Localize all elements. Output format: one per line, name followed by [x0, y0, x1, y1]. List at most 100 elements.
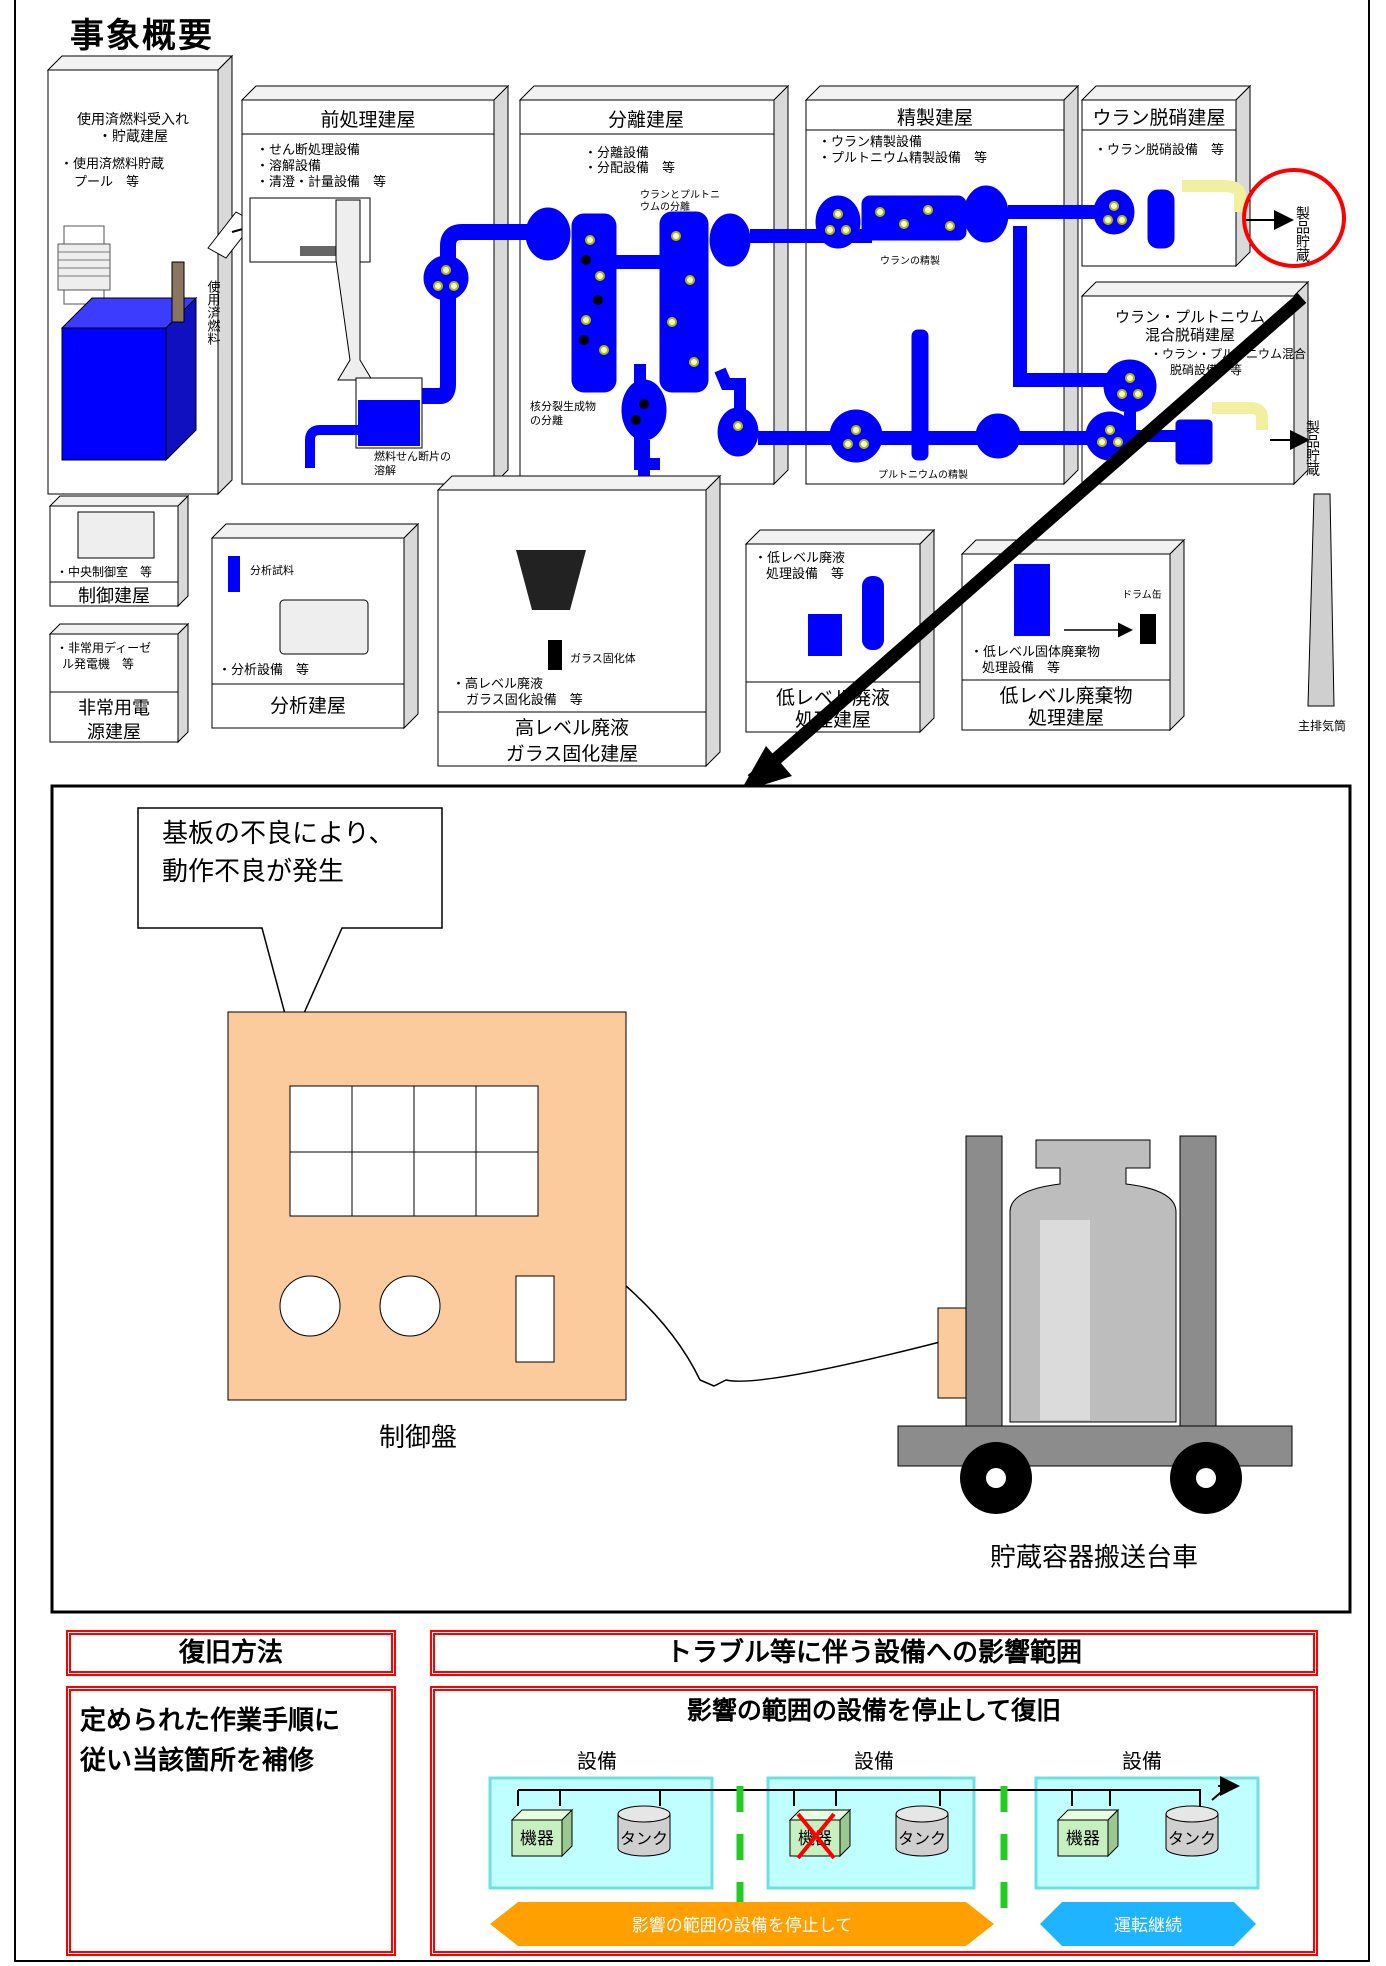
callout-line-2: 動作不良が発生 [162, 857, 344, 887]
callout: 基板の不良により、 動作不良が発生 [137, 807, 443, 1043]
mox-title-2: 混合脱硝建屋 [1145, 326, 1235, 344]
cart-label: 貯蔵容器搬送台車 [990, 1543, 1198, 1573]
lll-desc-1: ・低レベル廃液 [754, 550, 845, 566]
control-title: 制御建屋 [78, 586, 150, 607]
process-particles [433, 201, 1143, 531]
tank-2: タンク [895, 1805, 949, 1857]
vitrification-product: ガラス固化体 [570, 651, 636, 665]
pretreatment-note-2: 溶解 [374, 463, 396, 477]
device-2-faulty: 機器 [788, 1808, 852, 1860]
device-1: 機器 [510, 1808, 574, 1858]
callout-line-1: 基板の不良により、 [162, 819, 394, 849]
analysis-sample: 分析試料 [250, 563, 294, 577]
control-panel: 制御盤 [227, 1011, 627, 1453]
svg-text:タンク: タンク [898, 1829, 946, 1848]
control-desc: ・中央制御室 等 [56, 564, 152, 579]
recovery-body-2: 従い当該箇所を補修 [80, 1746, 315, 1776]
mox-title-1: ウラン・プルトニウム [1115, 308, 1265, 326]
main-stack: 主排気筒 [1298, 493, 1346, 733]
svg-text:タンク: タンク [620, 1829, 668, 1848]
control-panel-label: 制御盤 [379, 1423, 457, 1453]
storage-cart: 貯蔵容器搬送台車 [897, 1135, 1293, 1573]
tank-1: タンク [617, 1805, 671, 1857]
impact-header-box [430, 1630, 1318, 1676]
lls-title-2: 処理建屋 [1028, 707, 1104, 729]
device-3: 機器 [1056, 1808, 1120, 1858]
continue-arrow [1040, 1902, 1256, 1946]
group-label-1: 設備 [577, 1749, 617, 1773]
separation-note-a1: ウランとプルトニ [640, 189, 720, 201]
impact-subheader: 影響の範囲の設備を停止して復旧 [686, 1696, 1062, 1725]
pretreatment-desc-3: ・清澄・計量設備 等 [256, 174, 386, 190]
page-title: 事象概要 [70, 16, 214, 56]
pointer-arrow-shaft [747, 293, 1307, 785]
separation-note-a2: ウムの分離 [640, 200, 690, 213]
mox-desc-1: ・ウラン・プルトニウム混合 [1150, 346, 1306, 361]
lls-desc-1: ・低レベル固体廃棄物 [970, 644, 1100, 660]
receiving-desc-2: プール 等 [74, 174, 139, 190]
analysis-title: 分析建屋 [270, 695, 346, 717]
product-storage-label-1: 製品貯蔵 [1294, 206, 1310, 262]
u-denitration-title: ウラン脱硝建屋 [1092, 107, 1225, 129]
receiving-title-1: 使用済燃料受入れ [77, 111, 189, 128]
group-label-2: 設備 [854, 1749, 894, 1773]
recovery-body-1: 定められた作業手順に [80, 1706, 341, 1736]
pointer-arrow-head [740, 746, 792, 792]
separation-desc-1: ・分離設備 [584, 145, 649, 161]
vitrification-desc-1: ・高レベル廃液 [452, 676, 543, 692]
emergency-desc-2: ル発電機 等 [62, 656, 134, 671]
lls-title-1: 低レベル廃棄物 [999, 685, 1132, 707]
tank-3: タンク [1165, 1805, 1219, 1857]
receiving-title-2: ・貯蔵建屋 [98, 129, 168, 145]
vitrification-title-2: ガラス固化建屋 [506, 743, 639, 765]
vitrification-desc-2: ガラス固化設備 等 [466, 692, 583, 708]
pretreatment-note-1: 燃料せん断片の [374, 449, 451, 463]
svg-text:タンク: タンク [1168, 1829, 1216, 1848]
building-control: ・中央制御室 等 制御建屋 [48, 494, 190, 608]
stack-label: 主排気筒 [1298, 718, 1346, 733]
svg-text:機器: 機器 [1066, 1829, 1100, 1849]
u-denitration-desc: ・ウラン脱硝設備 等 [1094, 142, 1224, 158]
page-frame [14, 0, 1370, 1962]
separation-desc-2: ・分配設備 等 [584, 160, 675, 176]
separation-note-b1: 核分裂生成物 [530, 399, 596, 413]
building-analysis: 分析試料 ・分析設備 等 分析建屋 [210, 522, 420, 730]
emergency-title-1: 非常用電 [78, 698, 150, 719]
u-denitration-tube [1182, 180, 1246, 212]
impact-header: トラブル等に伴う設備への影響範囲 [665, 1638, 1082, 1668]
analysis-desc: ・分析設備 等 [218, 662, 309, 678]
transfer-label: 使用済燃料 [205, 279, 221, 345]
separation-title: 分離建屋 [608, 109, 684, 131]
purification-desc-1: ・ウラン精製設備 [818, 134, 922, 150]
recovery-header: 復旧方法 [178, 1638, 283, 1668]
vitrification-title-1: 高レベル廃液 [515, 717, 629, 739]
pretreatment-desc-1: ・せん断処理設備 [256, 142, 360, 158]
group-label-3: 設備 [1122, 1749, 1162, 1773]
mox-tube [1212, 402, 1268, 430]
impact-body-box [430, 1686, 1318, 1956]
stop-range-label: 影響の範囲の設備を停止して [632, 1916, 853, 1936]
building-u-denitration: ウラン脱硝建屋 ・ウラン脱硝設備 等 [1080, 84, 1252, 268]
building-lls-waste: ドラム缶 ・低レベル固体廃棄物 処理設備 等 低レベル廃棄物 処理建屋 [960, 538, 1186, 732]
svg-text:機器: 機器 [520, 1829, 554, 1849]
emergency-title-2: 源建屋 [87, 722, 141, 743]
pretreatment-title: 前処理建屋 [320, 109, 415, 131]
pretreatment-desc-2: ・溶解設備 [256, 158, 321, 174]
building-receiving: 使用済燃料受入れ ・貯蔵建屋 ・使用済燃料貯蔵 プール 等 [46, 54, 234, 496]
purification-note-u: ウランの精製 [880, 254, 940, 267]
purification-desc-2: ・プルトニウム精製設備 等 [818, 150, 987, 166]
purification-note-pu: プルトニウムの精製 [878, 468, 968, 481]
recovery-body-box [66, 1686, 396, 1956]
building-emergency: ・非常用ディーゼ ル発電機 等 非常用電 源建屋 [48, 622, 190, 744]
building-vitrification: ガラス固化体 ・高レベル廃液 ガラス固化設備 等 高レベル廃液 ガラス固化建屋 [436, 474, 722, 768]
purification-title: 精製建屋 [897, 107, 973, 129]
signal-cable [625, 1285, 941, 1387]
lls-desc-2: 処理設備 等 [982, 660, 1060, 676]
separation-note-b2: の分離 [530, 413, 563, 427]
recovery-header-box [66, 1630, 396, 1676]
emergency-desc-1: ・非常用ディーゼ [56, 640, 151, 655]
lll-desc-2: 処理設備 等 [766, 566, 844, 582]
receiving-desc-1: ・使用済燃料貯蔵 [60, 156, 164, 172]
continue-label: 運転継続 [1114, 1916, 1182, 1936]
